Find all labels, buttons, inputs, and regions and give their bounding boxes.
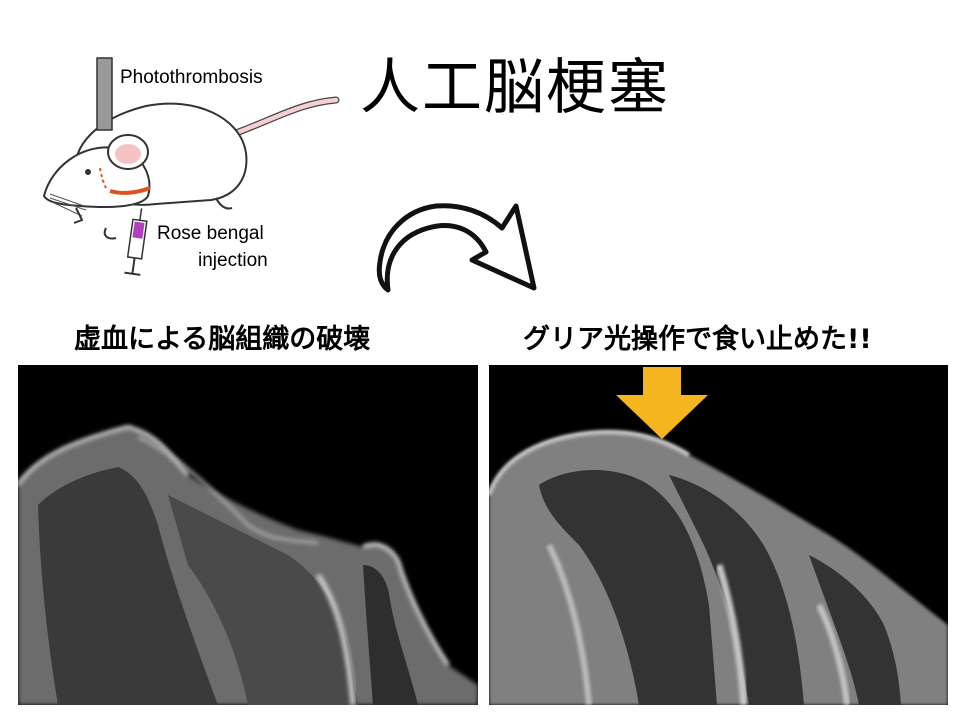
mouse-tail: [233, 97, 339, 136]
rose-bengal-label: Rose bengal: [157, 223, 264, 244]
mouse-eye: [85, 169, 91, 175]
mouse-experiment-diagram: [42, 57, 340, 276]
photothrombosis-label: Photothrombosis: [120, 67, 263, 88]
left-panel-caption: 虚血による脳組織の破壊: [74, 324, 371, 355]
left-micrograph: [18, 365, 478, 705]
arrow-down-icon: [616, 367, 708, 439]
mouse-whiskers: [49, 193, 87, 217]
mouse-ear-inner: [115, 144, 141, 164]
syringe-icon: [124, 208, 148, 276]
incision-dotted-line: [99, 167, 107, 189]
injection-label: injection: [198, 250, 268, 271]
protected-tissue-image: [489, 429, 948, 705]
page-title: 人工脳梗塞: [360, 53, 670, 123]
right-panel-caption: グリア光操作で食い止めた!!: [523, 324, 872, 355]
mouse-front-paw-left: [73, 207, 84, 224]
mouse-hind-paw: [215, 197, 233, 210]
incision-line: [109, 186, 151, 195]
laser-rod-icon: [96, 57, 113, 131]
right-micrograph: [489, 365, 948, 705]
damaged-tissue-image: [18, 424, 478, 705]
curved-arrow-icon: [376, 203, 537, 293]
mouse-front-paw-right: [103, 227, 117, 240]
